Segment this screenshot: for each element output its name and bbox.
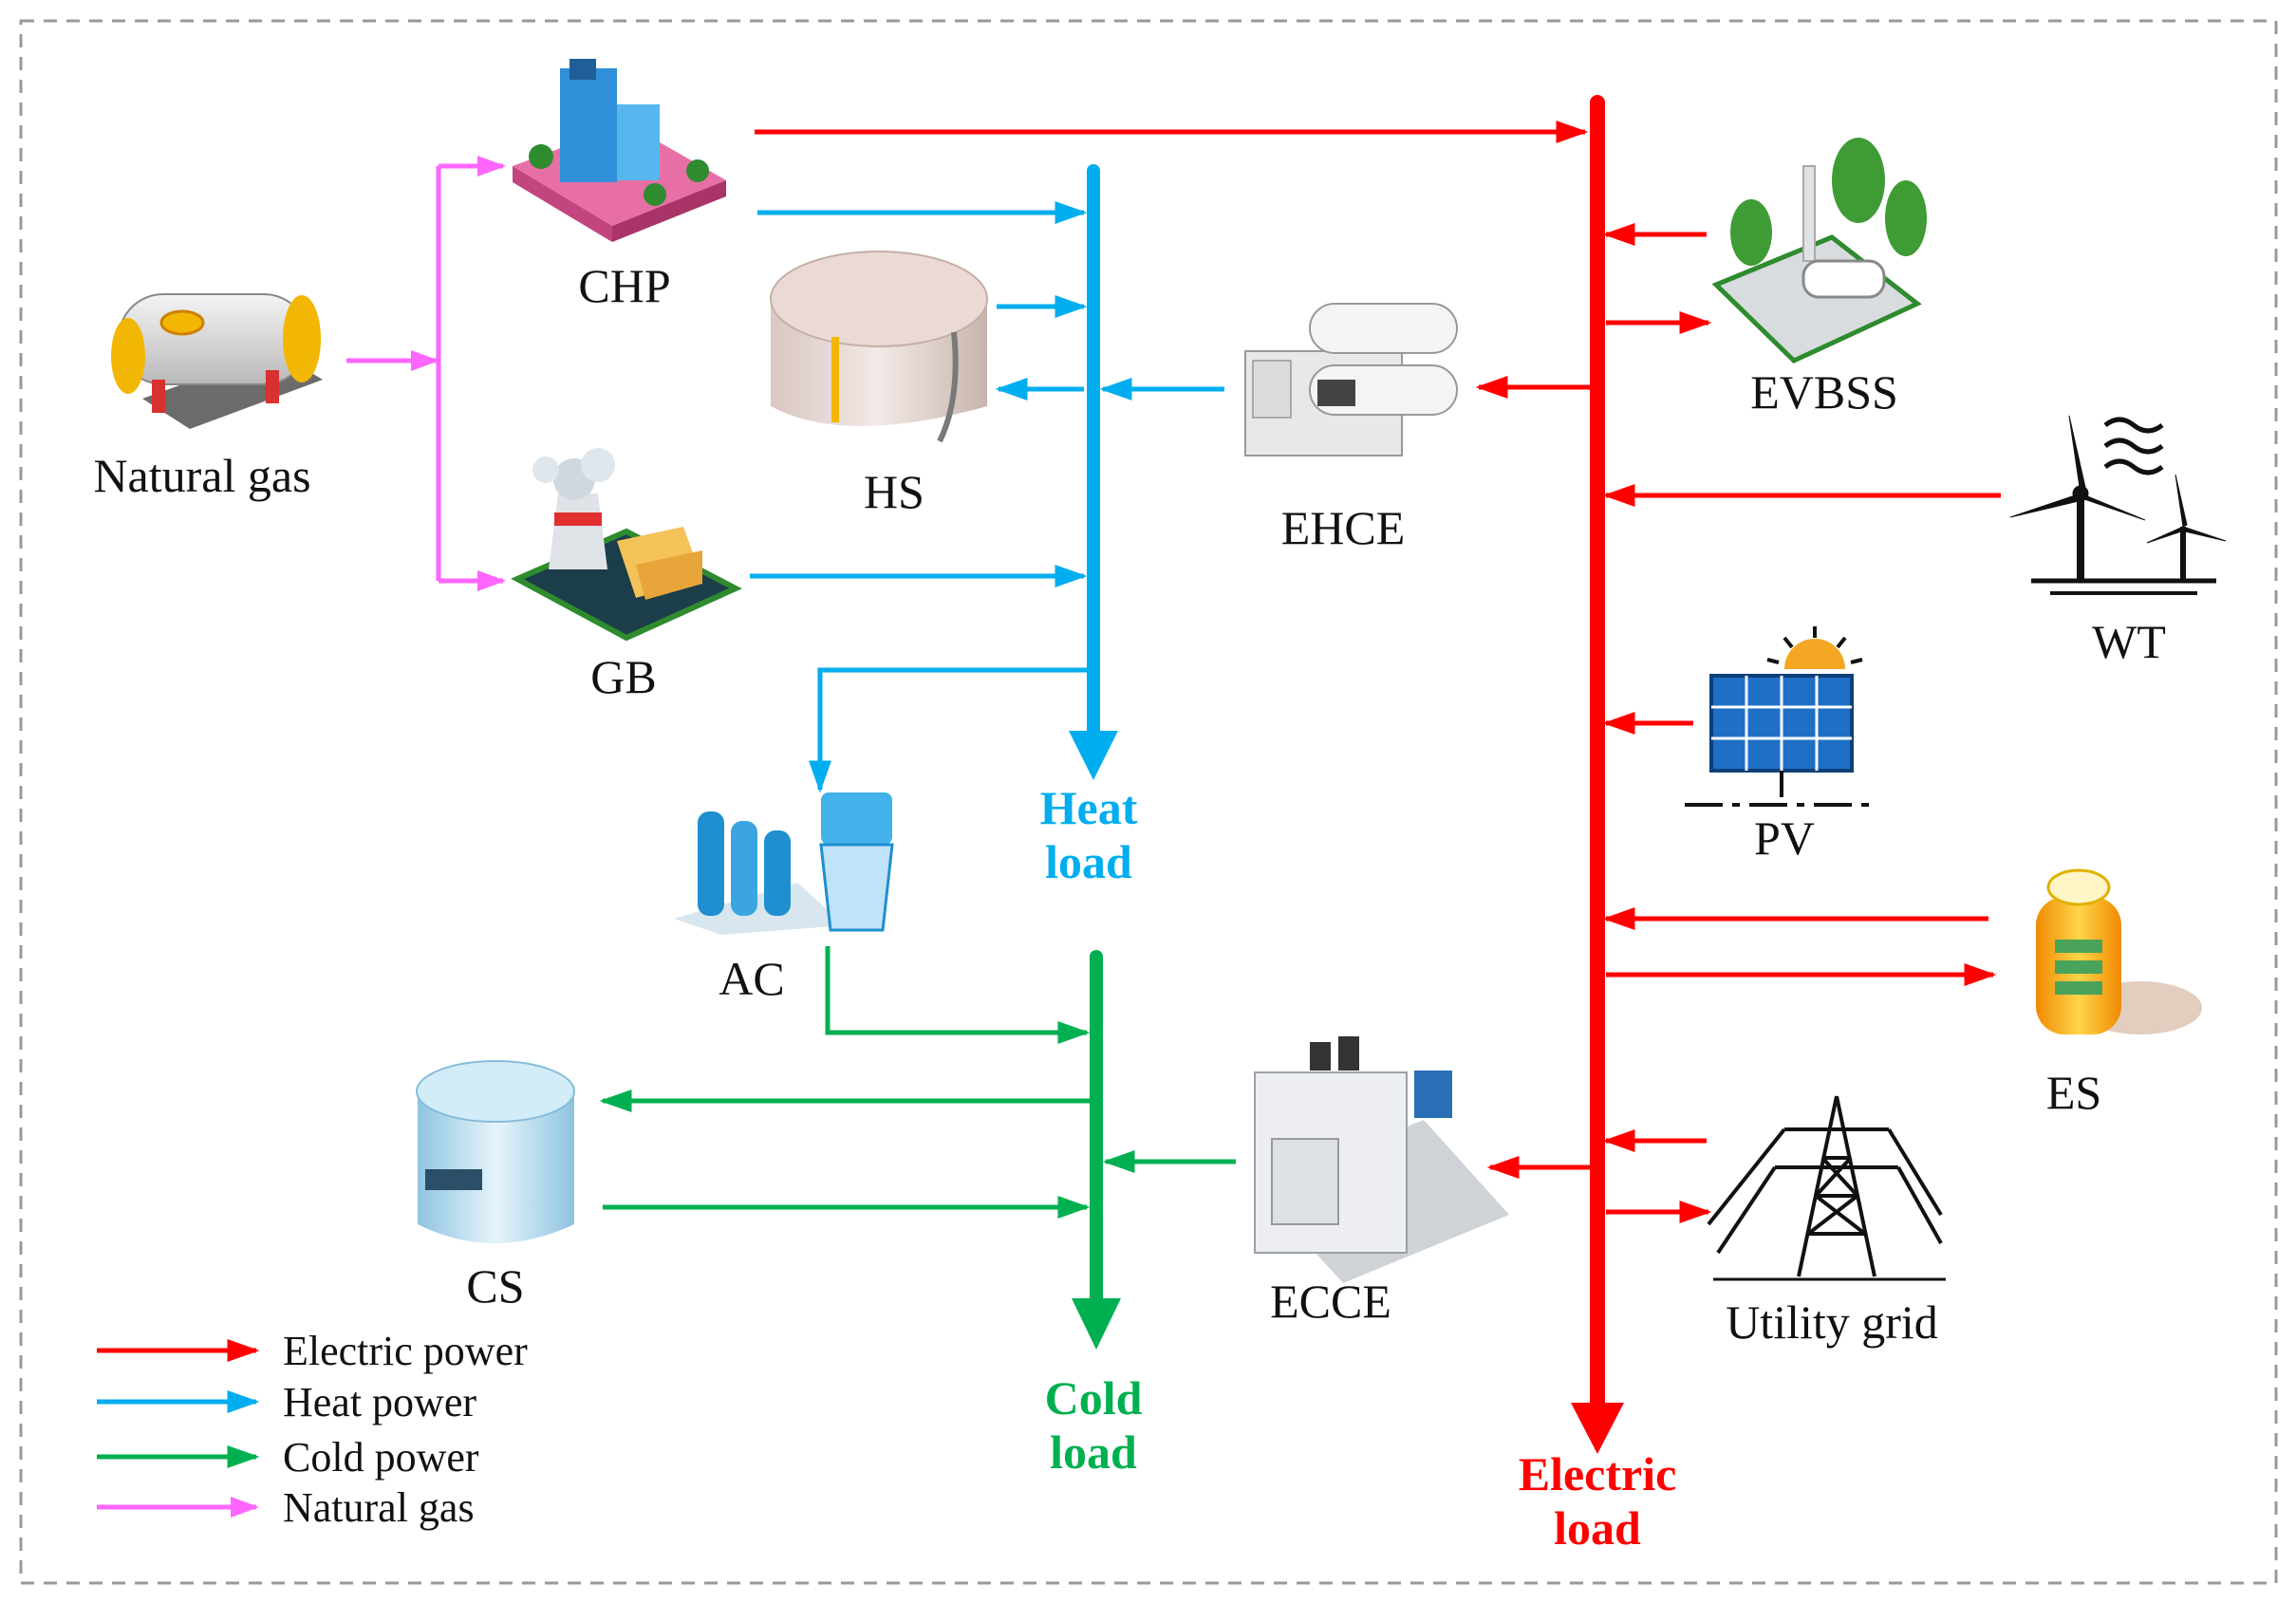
label-cs: CS [466, 1259, 524, 1313]
legend-label: Electric power [283, 1328, 528, 1374]
label-gb: GB [590, 650, 656, 703]
label-utility-grid: Utility grid [1726, 1295, 1938, 1349]
cold-storage-tank-icon [416, 1060, 575, 1243]
heat-load-label-line2: load [1045, 835, 1132, 888]
legend-label: Natural gas [283, 1484, 475, 1531]
legend-label: Cold power [283, 1434, 479, 1481]
gas-flows [346, 156, 506, 591]
ehce-unit-icon [1244, 303, 1458, 456]
natural-gas-tank-icon [111, 293, 323, 429]
cold-load-label-line2: load [1050, 1425, 1137, 1479]
electric-load-label-line1: Electric [1519, 1447, 1677, 1500]
gas-boiler-plant-icon [511, 448, 742, 642]
heat-storage-tank-icon [770, 251, 988, 443]
label-es: ES [2046, 1066, 2101, 1119]
absorption-chiller-icon [674, 792, 894, 935]
legend-item-heat: Heat power [97, 1379, 476, 1425]
cold-load-label-line1: Cold [1045, 1371, 1143, 1425]
label-pv: PV [1754, 811, 1815, 865]
heat-load-label-line1: Heat [1040, 781, 1138, 834]
legend-item-cold: Cold power [97, 1434, 479, 1481]
label-ecce: ECCE [1270, 1275, 1391, 1328]
solar-panel-icon [1685, 626, 1877, 807]
heat-bus [1069, 164, 1118, 780]
label-chp: CHP [578, 259, 670, 312]
electric-load-label-line2: load [1554, 1501, 1641, 1555]
heat-flows [750, 201, 1224, 793]
electric-flows [755, 121, 2001, 1223]
ecce-machine-icon [1254, 1036, 1509, 1283]
label-wt: WT [2092, 615, 2166, 668]
cold-flows [599, 946, 1236, 1219]
cold-bus [1072, 950, 1121, 1350]
label-evbss: EVBSS [1750, 365, 1898, 419]
wind-turbine-icon [2009, 415, 2227, 595]
label-ehce: EHCE [1281, 501, 1406, 554]
transmission-tower-icon [1707, 1095, 1946, 1281]
chp-plant-icon [513, 59, 726, 242]
label-hs: HS [864, 465, 924, 518]
electric-bus [1571, 95, 1624, 1454]
ev-battery-swap-station-icon [1711, 138, 1927, 363]
battery-storage-icon [2036, 868, 2202, 1034]
legend-label: Heat power [283, 1379, 476, 1425]
legend: Electric power Heat power Cold power Nat… [97, 1328, 528, 1531]
legend-item-gas: Natural gas [97, 1484, 475, 1531]
frame-border [19, 19, 2278, 1585]
label-natural-gas: Natural gas [93, 449, 310, 502]
label-ac: AC [719, 952, 784, 1005]
legend-item-electric: Electric power [97, 1328, 528, 1374]
